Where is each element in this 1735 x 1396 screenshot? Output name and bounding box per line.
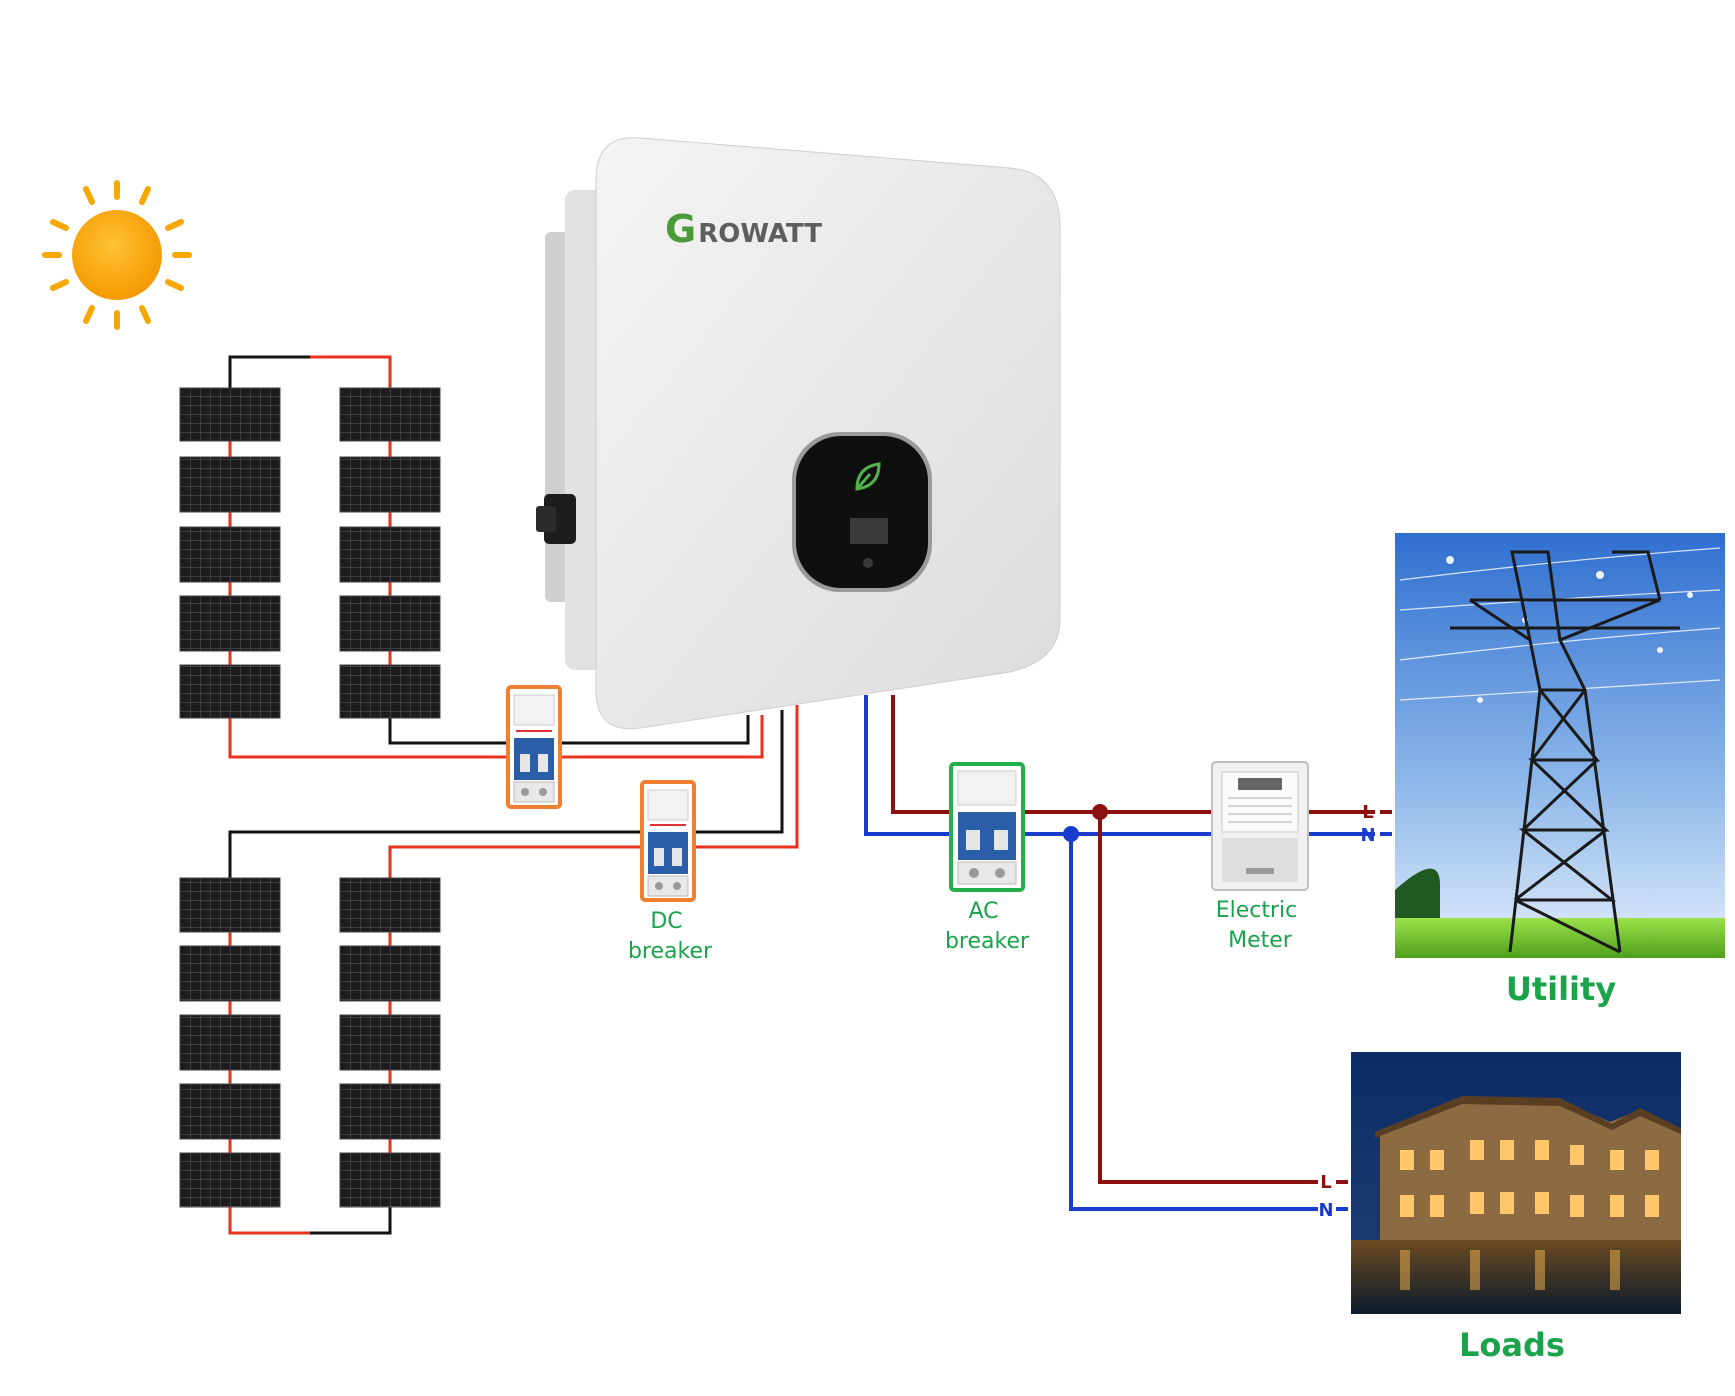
loads-terminals: L N [1318,1172,1348,1221]
wire-top-positive [310,355,392,388]
wire-array1-negative [388,715,750,745]
wire-array2-negative [228,710,784,878]
leaf-icon [855,462,881,491]
loads-label: Loads [1459,1326,1565,1364]
breaker-icon [640,780,696,902]
inverter-indicator [863,558,873,568]
wire-top-negative [228,355,310,388]
wire-array1-positive [228,715,764,759]
svg-text:N: N [1318,1200,1333,1221]
utility-terminals: L N [1360,802,1392,846]
inverter-display-panel [792,432,932,592]
ac-breaker-label: AC breaker [945,899,1030,954]
solar-panel-icon [179,387,441,719]
wire-array2-positive [388,705,799,878]
junction-live [1092,804,1108,820]
wire-bottom-negative [310,1207,392,1235]
house-icon [1351,1052,1681,1314]
wire-load-live [1098,812,1318,1184]
solar-panel-icon [179,877,441,1208]
wire-load-neutral [1069,834,1318,1211]
svg-text:L: L [1320,1172,1331,1193]
dc-breaker-label: DC breaker [628,909,713,964]
wire-ac-neutral [864,695,1375,836]
dc-breaker-1 [506,685,562,809]
utility-label: Utility [1506,970,1616,1008]
utility-image [1395,533,1725,958]
sun-icon [42,180,192,330]
dc-wiring [228,355,799,1235]
ac-breaker [949,762,1025,892]
transmission-tower-icon [1450,550,1680,954]
wire-bottom-positive [228,1207,310,1235]
meter-label: Electric Meter [1216,898,1305,953]
junction-neutral [1063,826,1079,842]
inverter-brand: GROWATT [665,207,822,251]
solar-array-bottom [179,877,441,1208]
svg-text:L: L [1362,802,1373,823]
breaker-icon [506,685,562,809]
meter-icon [1211,761,1309,891]
svg-text:N: N [1360,825,1375,846]
inverter-handle [536,494,576,544]
breaker-icon [949,762,1025,892]
inverter-screen [850,518,888,544]
inverter-icon: GROWATT [536,137,1061,730]
solar-array-top [179,387,441,719]
dc-breaker-2 [640,780,696,902]
